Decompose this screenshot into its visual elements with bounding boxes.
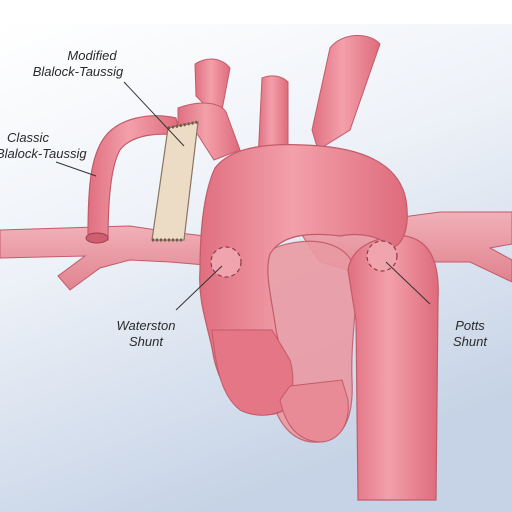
innominate-trunk xyxy=(177,102,241,161)
descending-aorta xyxy=(347,235,439,501)
modified-bt-label-line1: Modified xyxy=(67,48,117,63)
waterston-label-line1: Waterston xyxy=(116,318,175,333)
aortic-root xyxy=(211,329,294,416)
potts-label-line2: Shunt xyxy=(453,334,488,349)
potts-anastomosis xyxy=(366,240,398,272)
classic-bt-label-line2: Blalock-Taussig xyxy=(0,146,87,161)
graft-ring-top xyxy=(167,120,199,130)
modified-bt-label-line2: Blalock-Taussig xyxy=(33,64,124,79)
waterston-leader xyxy=(175,265,223,311)
pulmonary-root xyxy=(279,379,349,443)
classic-bt-shunt-end xyxy=(85,232,109,244)
classic-bt-label-line1: Classic xyxy=(7,130,49,145)
modified-bt-leader xyxy=(123,81,185,147)
potts-leader xyxy=(385,261,431,305)
waterston-label-line2: Shunt xyxy=(129,334,164,349)
classic-bt-leader xyxy=(55,161,97,177)
potts-label-line1: Potts xyxy=(455,318,485,333)
left-subclavian-artery xyxy=(311,35,381,151)
